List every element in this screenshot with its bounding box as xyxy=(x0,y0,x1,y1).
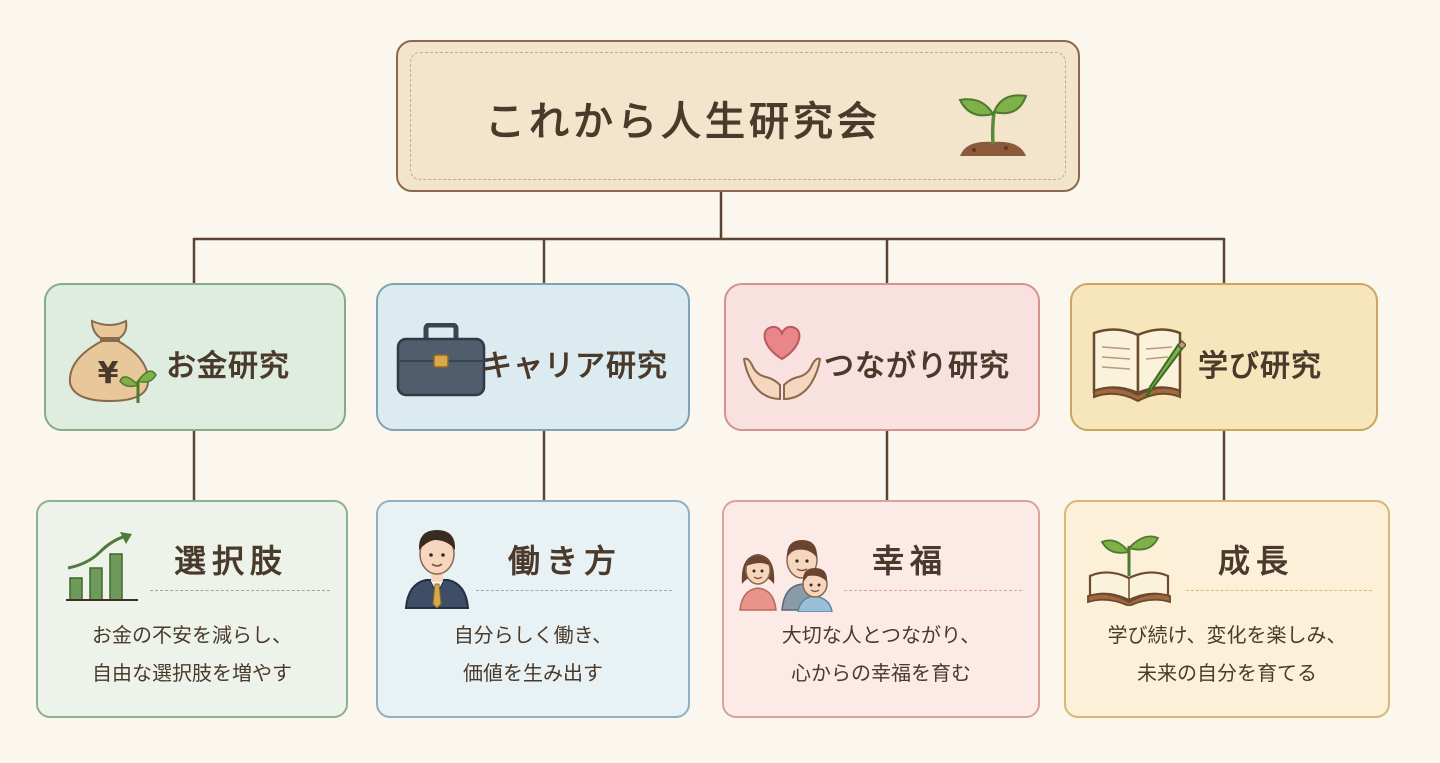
heart-hands-icon xyxy=(742,325,822,401)
card-growth: 成長 学び続け、変化を楽しみ、 未来の自分を育てる xyxy=(1064,500,1390,718)
card-title: 幸福 xyxy=(872,542,949,580)
card-divider xyxy=(1186,590,1372,591)
category-career: キャリア研究 xyxy=(376,283,690,431)
card-divider xyxy=(844,590,1022,591)
card-choices: 選択肢 お金の不安を減らし、 自由な選択肢を増やす xyxy=(36,500,348,718)
card-divider xyxy=(150,590,330,591)
card-divider xyxy=(476,590,672,591)
book-pencil-icon xyxy=(1092,328,1186,403)
card-description: 自分らしく働き、 価値を生み出す xyxy=(453,623,613,685)
category-label: つながり研究 xyxy=(824,349,1010,384)
category-label: キャリア研究 xyxy=(482,349,668,384)
card-title: 選択肢 xyxy=(174,542,289,580)
svg-text:¥: ¥ xyxy=(98,356,119,391)
root-node: これから人生研究会 xyxy=(396,40,1080,192)
card-happiness: 幸福 大切な人とつながり、 心からの幸福を育む xyxy=(722,500,1040,718)
growth-chart-icon xyxy=(66,532,138,601)
card-description: 大切な人とつながり、 心からの幸福を育む xyxy=(781,623,981,685)
category-label: お金研究 xyxy=(166,349,290,384)
card-title: 成長 xyxy=(1218,542,1295,580)
family-icon xyxy=(739,540,833,612)
card-work-style: 働き方 自分らしく働き、 価値を生み出す xyxy=(376,500,690,718)
briefcase-icon xyxy=(396,323,486,397)
businessman-icon xyxy=(404,530,470,609)
category-label: 学び研究 xyxy=(1198,349,1322,384)
card-title: 働き方 xyxy=(508,542,623,580)
root-title: これから人生研究会 xyxy=(485,99,881,145)
card-description: 学び続け、変化を楽しみ、 未来の自分を育てる xyxy=(1107,623,1347,685)
category-money: ¥ お金研究 xyxy=(44,283,346,431)
category-learning: 学び研究 xyxy=(1070,283,1378,431)
sprout-icon xyxy=(958,94,1028,156)
root-dashed-frame xyxy=(410,52,1066,180)
category-connection: つながり研究 xyxy=(724,283,1040,431)
money-bag-sprout-icon: ¥ xyxy=(68,319,157,403)
book-sprout-icon xyxy=(1087,535,1171,606)
card-description: お金の不安を減らし、 自由な選択肢を増やす xyxy=(92,623,292,685)
